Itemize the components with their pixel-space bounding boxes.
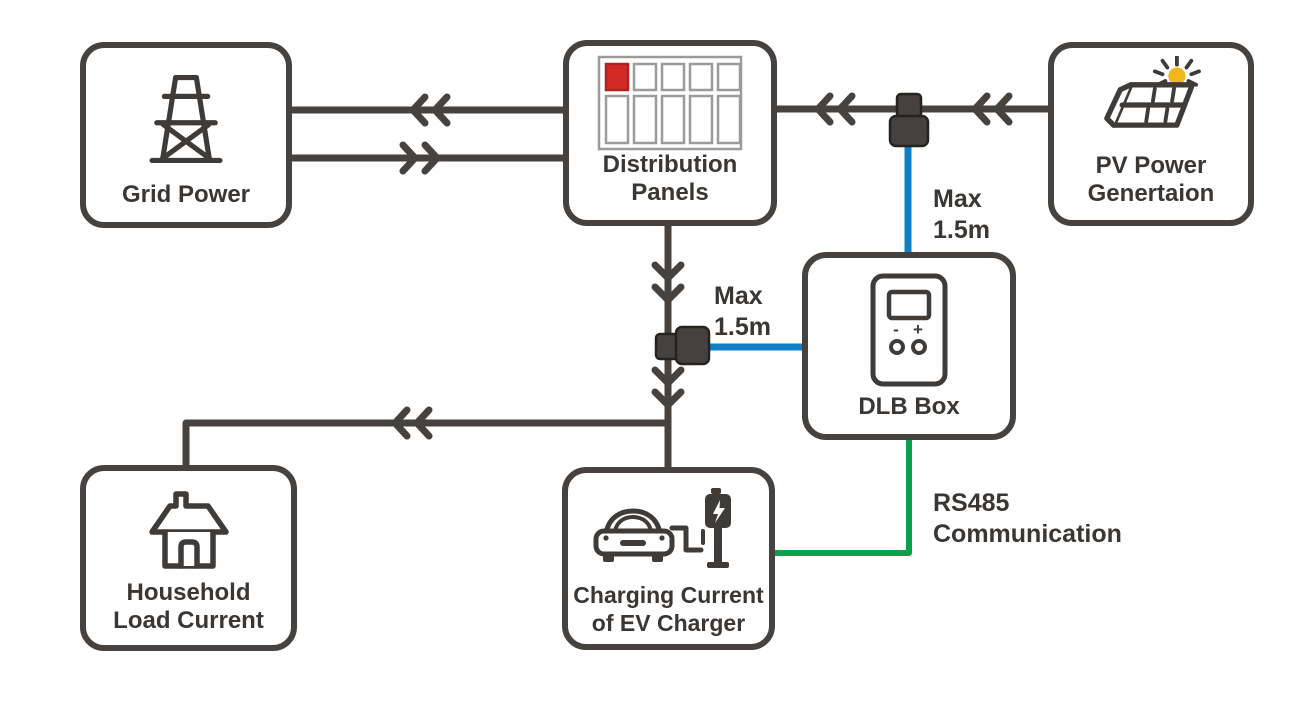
dlb-minus-glyph: - <box>893 320 899 339</box>
dlb-controller-icon: - + <box>808 258 1010 393</box>
solar-panel-sun-icon <box>1054 48 1248 152</box>
node-distribution-panels: Distribution Panels <box>563 40 777 226</box>
node-label: Charging Current of EV Charger <box>573 582 764 636</box>
ev-car-charger-icon <box>568 473 769 581</box>
ct-clamp-panels <box>654 325 711 366</box>
node-pv-power: PV Power Genertaion <box>1048 42 1254 226</box>
flow-arrow-right <box>399 141 441 175</box>
node-label: Grid Power <box>121 181 251 208</box>
flow-arrow-left <box>971 92 1013 126</box>
house-icon <box>86 471 291 579</box>
transmission-tower-icon <box>86 48 286 181</box>
node-ev-charger: Charging Current of EV Charger <box>562 467 775 650</box>
node-grid-power: Grid Power <box>80 42 292 228</box>
dlb-plus-glyph: + <box>913 320 923 339</box>
sun-icon <box>1168 67 1186 85</box>
distribution-panel-icon <box>569 46 771 151</box>
ct-clamp-pv <box>888 92 930 148</box>
node-label: PV Power Genertaion <box>1087 152 1215 207</box>
node-label: Household Load Current <box>113 579 264 634</box>
node-household: Household Load Current <box>80 465 297 651</box>
flow-arrow-left <box>409 93 451 127</box>
node-label: DLB Box <box>858 393 960 420</box>
grid-to-panels-lines <box>292 93 563 175</box>
flow-arrow-left <box>814 92 856 126</box>
edge-label-pv-ct-max: Max 1.5m <box>933 185 990 244</box>
rs485-cable <box>775 440 912 556</box>
node-dlb-box: - + DLB Box <box>802 252 1016 440</box>
flow-arrow-down <box>651 261 685 304</box>
flow-arrow-left <box>391 406 433 440</box>
flow-arrow-down <box>651 366 685 409</box>
branch-to-household-line <box>182 406 668 465</box>
edge-label-rs485: RS485 Communication <box>933 489 1122 548</box>
edge-label-panel-ct-max: Max 1.5m <box>714 282 771 341</box>
node-label: Distribution Panels <box>602 151 738 206</box>
